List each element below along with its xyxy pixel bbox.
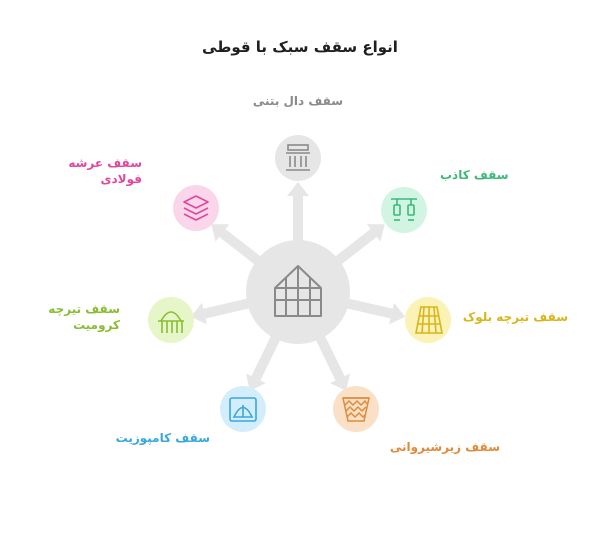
arch-shelter-icon <box>158 311 184 333</box>
label-zirsheirvani: سقف زیرشیروانی <box>389 440 500 454</box>
label-concrete: سقف دال بتنی <box>252 94 344 108</box>
node-concrete <box>275 135 321 181</box>
stacked-layers-icon <box>183 195 209 221</box>
label-chromite-line2: کرومیت <box>73 318 120 332</box>
arrow-to-concrete <box>287 182 309 256</box>
center-hub <box>246 240 350 344</box>
hanging-lamps-icon <box>391 198 417 221</box>
temple-columns-icon <box>286 144 310 171</box>
label-steel-deck: سقف عرشه فولادی <box>42 155 142 187</box>
node-zirsheirvani <box>333 386 379 432</box>
label-block: سقف تیرچه بلوک <box>462 310 568 324</box>
node-steel-deck <box>173 185 219 231</box>
node-false-ceiling <box>381 187 427 233</box>
node-composite <box>220 386 266 432</box>
label-composite: سقف کامپوزیت <box>115 431 210 445</box>
greenhouse-icon <box>274 265 322 317</box>
diagram-title: انواع سقف سبک با قوطی <box>202 38 398 56</box>
label-chromite: سقف تیرچه کرومیت <box>20 301 120 333</box>
node-block <box>405 297 451 343</box>
label-chromite-line1: سقف تیرچه <box>48 302 120 316</box>
node-chromite <box>148 297 194 343</box>
label-steel-deck-line2: فولادی <box>100 172 142 186</box>
tiled-roof-icon <box>415 306 443 334</box>
tile-net-icon <box>342 397 370 422</box>
dome-roof-icon <box>229 397 257 422</box>
label-steel-deck-line1: سقف عرشه <box>68 156 142 170</box>
label-false-ceiling: سقف کاذب <box>440 168 509 182</box>
